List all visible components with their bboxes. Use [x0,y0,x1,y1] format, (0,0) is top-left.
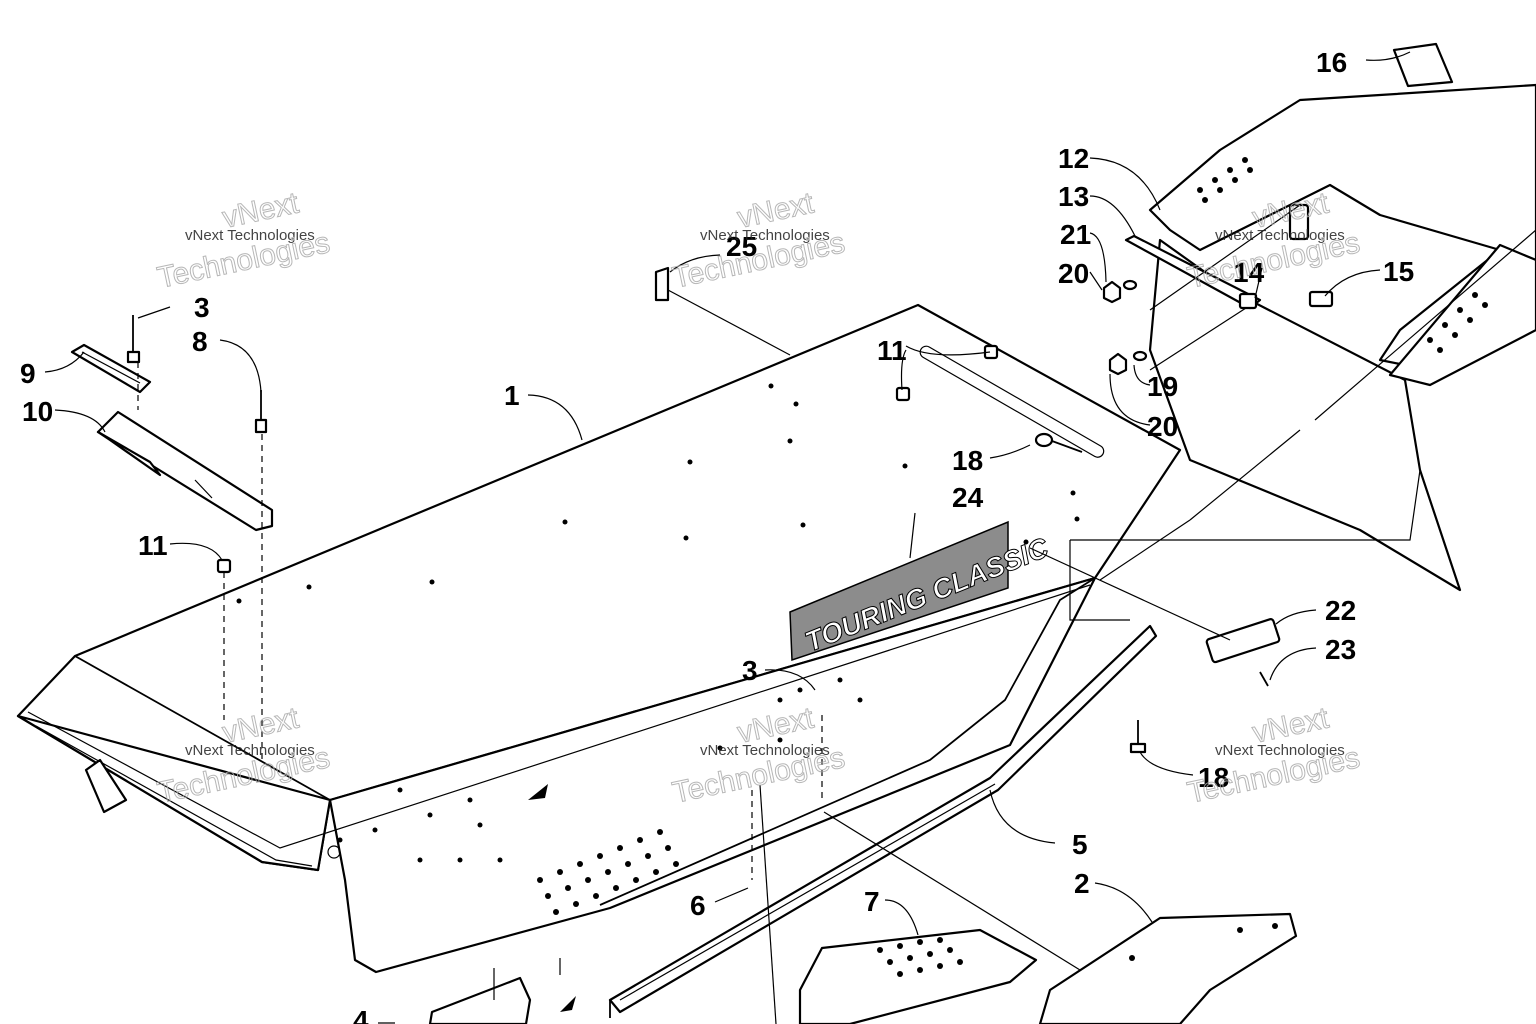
watermark-3: vNext Technologies [1215,227,1345,244]
watermark-6: vNext Technologies [1215,742,1345,759]
callout-5: 5 [1072,829,1088,860]
watermark-4: vNext Technologies [185,742,315,759]
callout-3a: 3 [194,292,210,323]
watermark-5: vNext Technologies [700,742,830,759]
callout-4: 4 [353,1005,369,1024]
callout-9: 9 [20,358,36,389]
callout-18b: 18 [1198,762,1229,793]
callout-11a: 11 [138,530,168,561]
callout-7: 7 [864,886,880,917]
callout-1: 1 [504,380,520,411]
callouts: 1 2 3 3 4 5 6 7 8 9 10 11 11 11 12 13 14… [20,47,1414,1024]
callout-10: 10 [22,396,53,427]
hole-pattern [337,677,863,915]
callout-15: 15 [1383,256,1414,287]
runner-5 [608,624,1158,1018]
callout-20a: 20 [1058,258,1089,289]
plug-11-left [216,558,232,574]
callout-18a: 18 [952,445,983,476]
callout-14: 14 [1233,257,1265,288]
callout-23: 23 [1325,634,1356,665]
callout-3b: 3 [742,655,758,686]
footrest-7 [798,928,1038,1024]
callout-8: 8 [192,326,208,357]
tunnel-panel: TOURING CLASSIC [16,303,1182,974]
callout-12: 12 [1058,143,1089,174]
watermark-2: vNext Technologies [700,227,830,244]
callout-2: 2 [1074,868,1090,899]
rivet-3-top [126,315,141,364]
callout-16: 16 [1316,47,1347,78]
callout-19: 19 [1147,371,1178,402]
bracket-2 [1038,912,1298,1024]
callout-13: 13 [1058,181,1089,212]
callout-22: 22 [1325,595,1356,626]
callout-6: 6 [690,890,706,921]
callout-24: 24 [952,482,984,513]
rivet-8 [254,390,268,434]
plug-11-right [895,344,999,402]
rear-bumper [1102,42,1536,592]
bracket-4 [428,976,576,1024]
callout-21: 21 [1060,219,1091,250]
callout-20b: 20 [1147,411,1178,442]
bracket-10 [96,410,274,532]
callout-25: 25 [726,231,757,262]
callout-11b: 11 [877,335,907,366]
strip-9 [70,343,152,394]
watermark-1: vNext Technologies [185,227,315,244]
